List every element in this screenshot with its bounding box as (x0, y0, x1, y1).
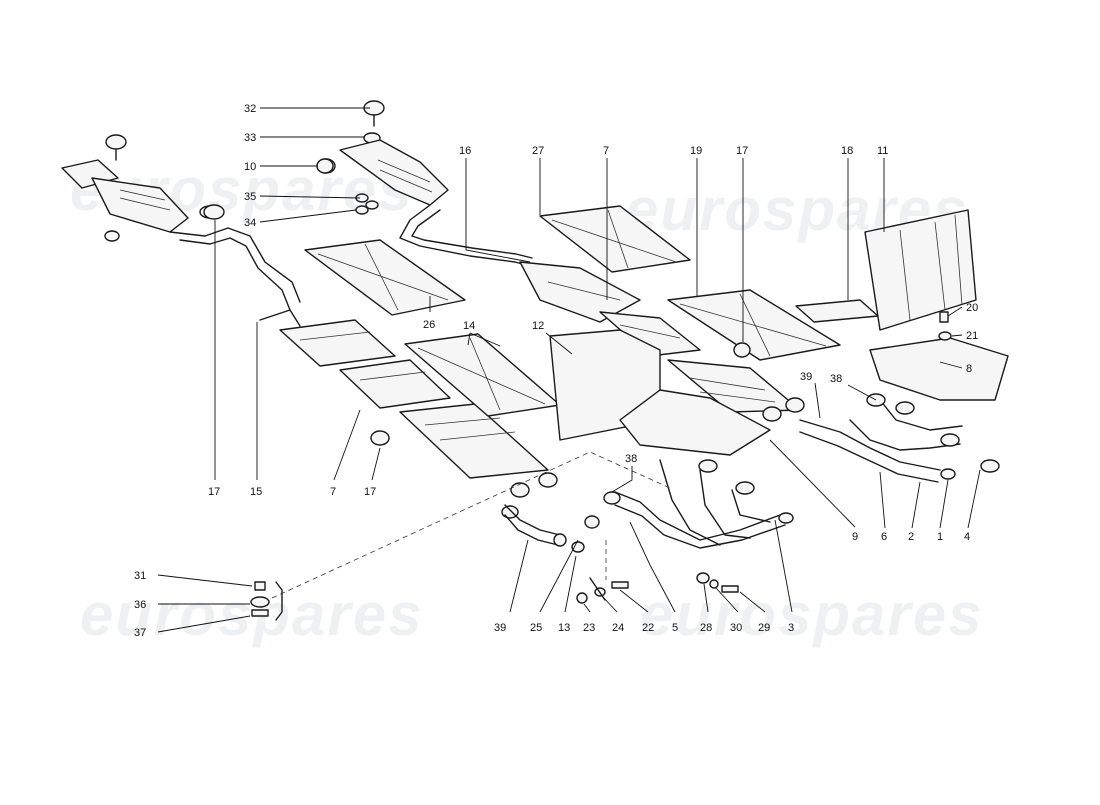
callout-38-right: 38 (830, 373, 842, 385)
right-centre-mufflers (519, 261, 805, 422)
callout-33: 33 (244, 132, 256, 144)
callout-12: 12 (532, 320, 544, 332)
dashed-guides (271, 451, 671, 599)
callout-39-bottom: 39 (494, 622, 506, 634)
callout-1: 1 (937, 531, 943, 543)
left-centre-mufflers (259, 309, 558, 519)
callout-9: 9 (852, 531, 858, 543)
callout-34: 34 (244, 217, 256, 229)
callout-15: 15 (250, 486, 262, 498)
callout-3: 3 (788, 622, 794, 634)
callout-35: 35 (244, 191, 256, 203)
callout-39-right: 39 (800, 371, 812, 383)
callout-31: 31 (134, 570, 146, 582)
callout-28: 28 (700, 622, 712, 634)
callout-6: 6 (881, 531, 887, 543)
centre-rear-silencer (316, 100, 533, 267)
callout-27: 27 (532, 145, 544, 157)
callout-26: 26 (423, 319, 435, 331)
callout-30: 30 (730, 622, 742, 634)
callout-17-top: 17 (736, 145, 748, 157)
callout-37: 37 (134, 627, 146, 639)
fasteners (203, 158, 952, 621)
callout-labels: 32 33 10 35 34 16 27 7 19 17 18 11 20 21… (134, 103, 978, 639)
callout-29: 29 (758, 622, 770, 634)
watermark-layer: eurospares eurospares eurospares eurospa… (70, 156, 984, 648)
callout-17-left: 17 (208, 486, 220, 498)
callout-17-bottom: 17 (364, 486, 376, 498)
callout-11: 11 (877, 145, 888, 157)
callout-16: 16 (459, 145, 471, 157)
callout-14: 14 (463, 320, 475, 332)
callout-10: 10 (244, 161, 256, 173)
callout-36: 36 (134, 599, 146, 611)
callout-8: 8 (966, 363, 972, 375)
callout-21: 21 (966, 330, 978, 342)
watermark-bottom-left: eurospares (80, 581, 424, 648)
watermark-bottom-right: eurospares (640, 581, 984, 648)
callout-7-top: 7 (603, 145, 609, 157)
callout-38-centre: 38 (625, 453, 637, 465)
callout-19: 19 (690, 145, 702, 157)
callout-20: 20 (966, 302, 978, 314)
exhaust-manifolds (504, 393, 1000, 549)
callout-25: 25 (530, 622, 542, 634)
callout-7-bottom: 7 (330, 486, 336, 498)
callout-23: 23 (583, 622, 595, 634)
leader-lines (157, 107, 981, 633)
callout-2: 2 (908, 531, 914, 543)
callout-22: 22 (642, 622, 654, 634)
callout-13: 13 (558, 622, 570, 634)
callout-32: 32 (244, 103, 256, 115)
heat-shields (304, 205, 1009, 456)
callout-5: 5 (672, 622, 678, 634)
callout-24: 24 (612, 622, 624, 634)
callout-18: 18 (841, 145, 853, 157)
callout-4: 4 (964, 531, 970, 543)
